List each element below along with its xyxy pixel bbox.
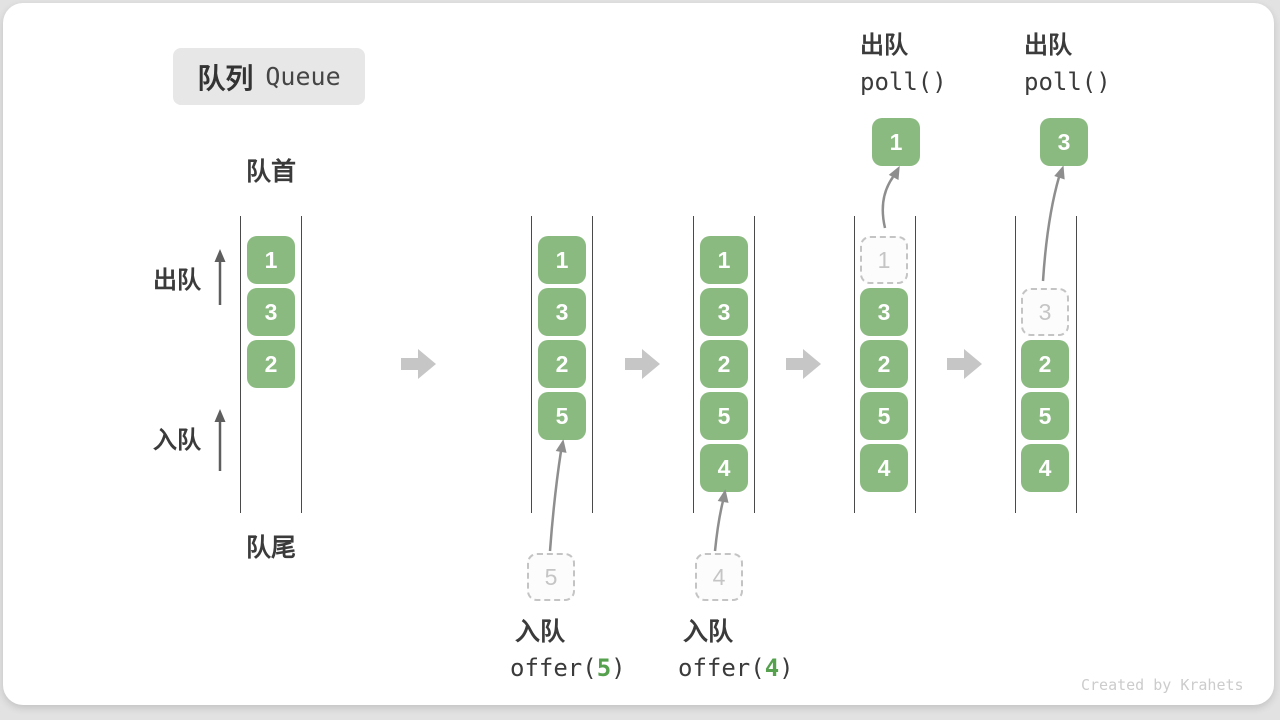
queue-front-label: 队首	[245, 158, 296, 186]
queue-cell: 5	[860, 392, 908, 440]
step-arrow-icon	[786, 349, 821, 379]
op-code-open: offer(	[678, 654, 765, 682]
title-badge: 队列 Queue	[173, 48, 365, 105]
queue-cell: 3	[538, 288, 586, 336]
side-dequeue-label: 出队	[153, 267, 201, 294]
op-code: offer(4)	[678, 654, 794, 682]
queue-cell: 5	[1021, 392, 1069, 440]
step-arrow-icon	[401, 349, 436, 379]
ghost-cell: 1	[860, 236, 908, 284]
queue-cell: 4	[700, 444, 748, 492]
op-code-close: )	[779, 654, 794, 682]
queue-walls	[854, 216, 916, 513]
queue-cell: 3	[700, 288, 748, 336]
queue-cell: 2	[860, 340, 908, 388]
op-code: poll()	[860, 68, 947, 96]
popped-cell: 1	[872, 118, 920, 166]
queue-cell: 5	[538, 392, 586, 440]
queue-cell: 2	[538, 340, 586, 388]
diagram-card: 队列 Queue 队首 队尾 出队 入队 1 3 2 1 3 2 5 5	[3, 3, 1274, 705]
op-label: 入队	[683, 618, 734, 646]
title-en: Queue	[265, 62, 341, 91]
op-label: 出队	[860, 32, 908, 59]
title-zh: 队列	[197, 62, 254, 94]
side-enqueue-label: 入队	[153, 427, 201, 454]
popped-cell: 3	[1040, 118, 1088, 166]
queue-cell: 2	[1021, 340, 1069, 388]
queue-cell: 4	[1021, 444, 1069, 492]
queue-cell: 2	[700, 340, 748, 388]
watermark: Created by Krahets	[1081, 676, 1244, 694]
queue-cell: 3	[247, 288, 295, 336]
queue-walls	[240, 216, 302, 513]
queue-walls	[531, 216, 593, 513]
pending-cell: 5	[527, 553, 575, 601]
dequeue-up-arrow-icon	[214, 249, 226, 305]
ghost-cell: 3	[1021, 288, 1069, 336]
op-code: poll()	[1024, 68, 1111, 96]
step-arrow-icon	[947, 349, 982, 379]
op-label: 入队	[515, 618, 566, 646]
queue-walls	[693, 216, 755, 513]
queue-cell: 4	[860, 444, 908, 492]
op-code-arg: 4	[764, 654, 780, 682]
queue-cell: 5	[700, 392, 748, 440]
dequeue-arrow-icon	[881, 165, 900, 229]
queue-cell: 3	[860, 288, 908, 336]
op-label: 出队	[1024, 32, 1072, 59]
queue-rear-label: 队尾	[245, 534, 296, 562]
enqueue-arrow-icon	[713, 489, 729, 552]
step-arrow-icon	[625, 349, 660, 379]
queue-cell: 2	[247, 340, 295, 388]
queue-walls	[1015, 216, 1077, 513]
enqueue-up-arrow-icon	[214, 409, 226, 471]
op-code-arg: 5	[596, 654, 612, 682]
pending-cell: 4	[695, 553, 743, 601]
dequeue-arrow-icon	[1041, 165, 1065, 282]
queue-cell: 1	[700, 236, 748, 284]
queue-cell: 1	[247, 236, 295, 284]
op-code-close: )	[611, 654, 626, 682]
enqueue-arrow-icon	[548, 439, 567, 552]
op-code: offer(5)	[510, 654, 626, 682]
queue-cell: 1	[538, 236, 586, 284]
op-code-open: offer(	[510, 654, 597, 682]
